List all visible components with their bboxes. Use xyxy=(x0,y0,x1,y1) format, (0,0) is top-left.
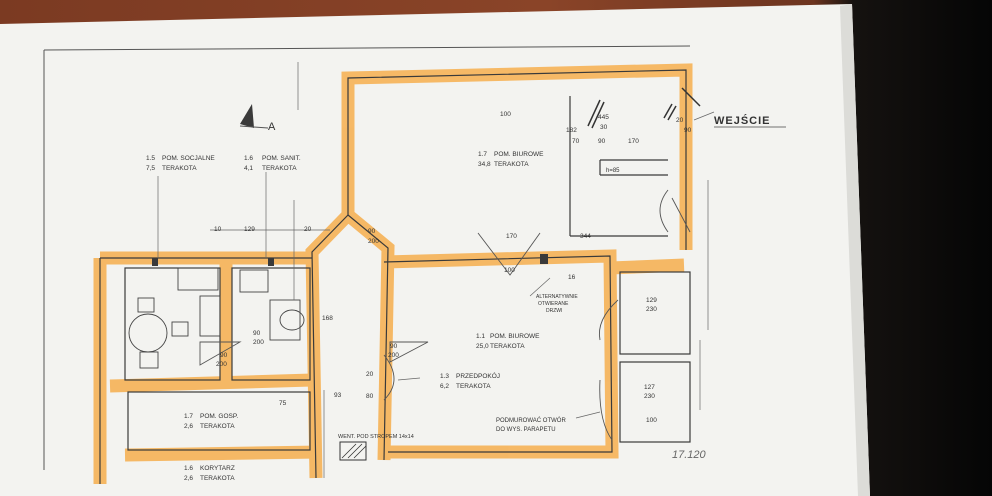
dark-details xyxy=(152,254,548,266)
svg-text:20: 20 xyxy=(304,226,312,233)
section-marker: A xyxy=(239,104,276,133)
room-label-gosp: 1.7 POM. GOSP. 2,6 TERAKOTA xyxy=(184,413,238,430)
svg-text:10: 10 xyxy=(214,226,222,233)
room-number: 1.1 xyxy=(476,333,485,340)
room-number: 1.5 xyxy=(146,155,155,162)
svg-text:90: 90 xyxy=(684,127,692,134)
room-label-biurowe-north: 1.7 POM. BIUROWE 34,8 TERAKOTA xyxy=(478,151,544,168)
svg-text:ALTERNATYWNIE: ALTERNATYWNIE xyxy=(536,294,578,300)
paper-sheet xyxy=(0,4,870,496)
stair-marks xyxy=(587,87,701,129)
svg-text:93: 93 xyxy=(334,392,342,399)
room-area: 2,6 xyxy=(184,423,193,430)
door-swings xyxy=(199,189,691,441)
room-area: 7,5 xyxy=(146,165,155,172)
drawing-frame xyxy=(43,45,691,470)
svg-text:90: 90 xyxy=(220,352,228,359)
room-label-sanit: 1.6 POM. SANIT. 4,1 TERAKOTA xyxy=(244,155,301,172)
note-h85: h=85 xyxy=(606,168,620,174)
dimension-labels: 100 182 445 30 70 90 170 20 90 344 129 1… xyxy=(214,111,692,424)
room-label-korytarz: 1.6 KORYTARZ 2,6 TERAKOTA xyxy=(184,465,235,482)
room-floor: TERAKOTA xyxy=(200,423,235,430)
svg-text:200: 200 xyxy=(388,352,399,359)
svg-text:100: 100 xyxy=(500,111,511,118)
svg-text:90: 90 xyxy=(368,228,376,235)
room-number: 1.6 xyxy=(244,155,253,162)
svg-text:16: 16 xyxy=(568,274,576,281)
room-area: 34,8 xyxy=(478,161,491,168)
room-floor: TERAKOTA xyxy=(262,165,297,172)
room-name: POM. SANIT. xyxy=(262,155,301,162)
svg-text:129: 129 xyxy=(646,297,657,304)
note-alt-door: ALTERNATYWNIE OTWIERANE DRZWI xyxy=(536,294,578,314)
room-name: KORYTARZ xyxy=(200,465,235,472)
svg-text:200: 200 xyxy=(368,238,379,245)
svg-text:168: 168 xyxy=(322,315,333,322)
room-name: POM. SOCJALNE xyxy=(162,155,215,162)
room-name: POM. GOSP. xyxy=(200,413,238,420)
svg-text:200: 200 xyxy=(253,339,264,346)
svg-text:127: 127 xyxy=(644,384,655,391)
room-area: 2,6 xyxy=(184,475,193,482)
leader-lines xyxy=(157,62,715,478)
svg-text:230: 230 xyxy=(646,306,657,313)
svg-text:100: 100 xyxy=(504,267,515,274)
svg-text:170: 170 xyxy=(628,138,639,145)
entrance-label: WEJŚCIE xyxy=(714,114,771,127)
room-number: 1.7 xyxy=(184,413,193,420)
svg-text:200: 200 xyxy=(216,361,227,368)
svg-text:90: 90 xyxy=(598,138,606,145)
room-label-biurowe-south: 1.1 POM. BIUROWE 25,0 TERAKOTA xyxy=(476,333,540,350)
paper-edge-shadow xyxy=(840,4,870,496)
svg-text:70: 70 xyxy=(572,138,580,145)
svg-text:DO WYS. PARAPETU: DO WYS. PARAPETU xyxy=(496,427,556,433)
svg-text:100: 100 xyxy=(646,417,657,424)
svg-text:75: 75 xyxy=(279,400,287,407)
room-name: POM. BIUROWE xyxy=(494,151,544,158)
svg-text:80: 80 xyxy=(366,393,374,400)
room-area: 4,1 xyxy=(244,165,253,172)
svg-text:DRZWI: DRZWI xyxy=(546,308,562,314)
svg-text:230: 230 xyxy=(644,393,655,400)
svg-text:170: 170 xyxy=(506,233,517,240)
room-floor: TERAKOTA xyxy=(494,161,529,168)
note-bricked-opening: PODMUROWAĆ OTWÓR DO WYS. PARAPETU xyxy=(496,417,566,433)
section-marker-label: A xyxy=(268,121,276,133)
svg-text:344: 344 xyxy=(580,233,591,240)
vent-box xyxy=(339,441,367,461)
vent-hatch xyxy=(341,443,367,459)
svg-text:20: 20 xyxy=(676,117,684,124)
svg-text:182: 182 xyxy=(566,127,577,134)
room-label-socjalne: 1.5 POM. SOCJALNE 7,5 TERAKOTA xyxy=(146,155,215,172)
handwritten-note: 17.120 xyxy=(672,449,707,461)
svg-text:20: 20 xyxy=(366,371,374,378)
room-floor: TERAKOTA xyxy=(162,165,197,172)
room-floor: TERAKOTA xyxy=(456,383,491,390)
furniture xyxy=(128,267,305,369)
svg-text:OTWIERANE: OTWIERANE xyxy=(538,301,569,307)
room-number: 1.7 xyxy=(478,151,487,158)
note-vent: WENT. POD STROPEM 14x14 xyxy=(338,434,414,440)
room-area: 25,0 xyxy=(476,343,489,350)
room-floor: TERAKOTA xyxy=(200,475,235,482)
room-label-przedpokoj: 1.3 PRZEDPOKÓJ 6,2 TERAKOTA xyxy=(440,371,500,390)
svg-text:445: 445 xyxy=(598,114,609,121)
svg-text:PODMUROWAĆ OTWÓR: PODMUROWAĆ OTWÓR xyxy=(496,417,566,424)
room-floor: TERAKOTA xyxy=(490,343,525,350)
svg-text:129: 129 xyxy=(244,226,255,233)
room-area: 6,2 xyxy=(440,383,449,390)
room-number: 1.6 xyxy=(184,465,193,472)
room-number: 1.3 xyxy=(440,373,449,380)
room-name: PRZEDPOKÓJ xyxy=(456,371,500,380)
wall-lines xyxy=(99,69,691,484)
room-name: POM. BIUROWE xyxy=(490,333,540,340)
svg-text:90: 90 xyxy=(390,343,398,350)
svg-text:90: 90 xyxy=(253,330,261,337)
svg-text:30: 30 xyxy=(600,124,608,131)
